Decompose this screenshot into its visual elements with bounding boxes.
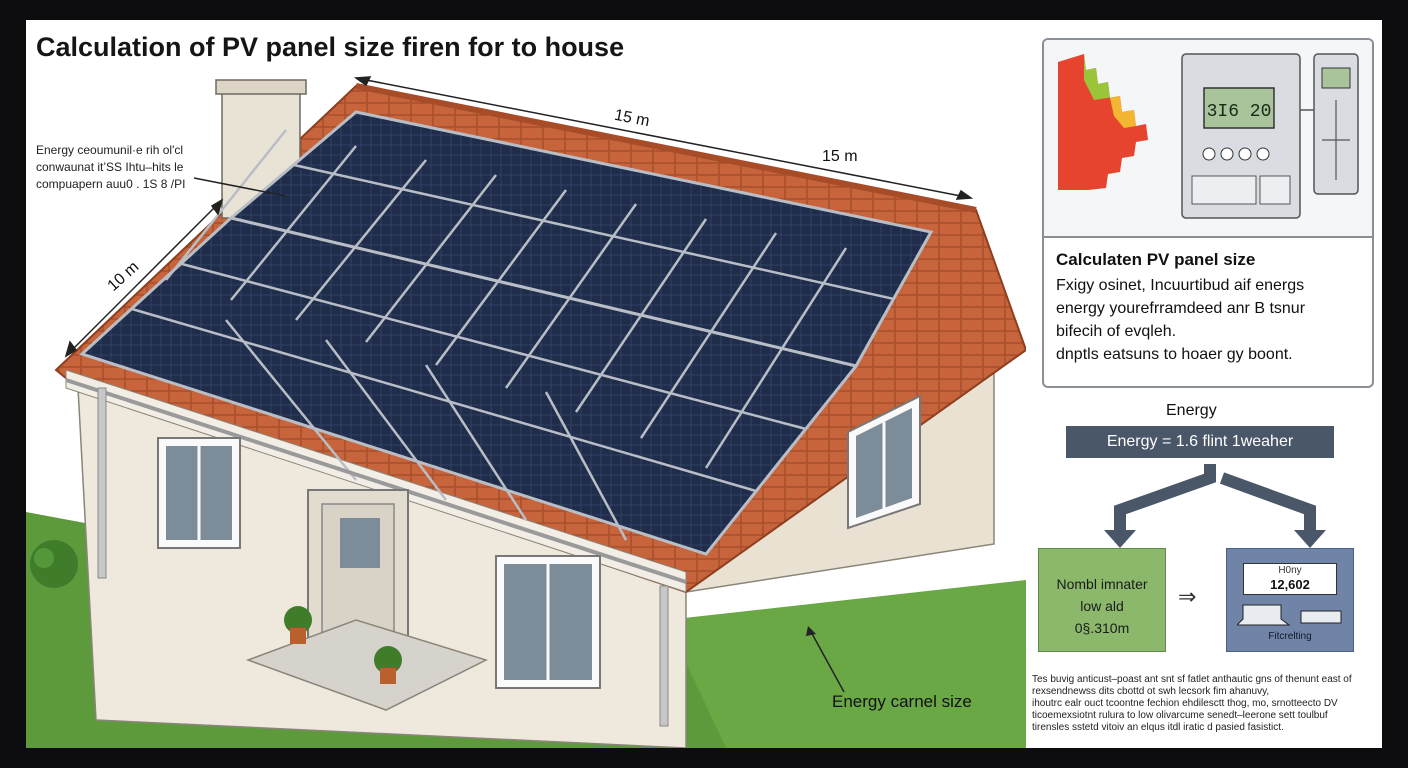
- equation-label: Energy: [1166, 402, 1217, 419]
- arrow-right-small-icon: ⇒: [1178, 584, 1197, 609]
- display-screen: H0ny 12,602: [1243, 563, 1337, 595]
- fine-print: Tes buvig anticust–poast ant snt sf fatl…: [1032, 674, 1377, 734]
- arrow-right-icon: [1219, 472, 1316, 532]
- fine-print-line: ihoutrc ealr ouct tcoontne fechion ehdil…: [1032, 698, 1338, 709]
- result-box-blue: H0ny 12,602 Fitcrelting: [1226, 548, 1354, 652]
- solar-array-lower: [79, 216, 859, 556]
- green-box-line: low ald: [1080, 598, 1124, 614]
- dimension-lines: [64, 76, 974, 358]
- downpipe-left: [97, 387, 107, 579]
- info-line: energy yourefrramdeed anr B tsnur: [1056, 300, 1306, 317]
- note-line: compuapern auu0 . 1S 8 /PI: [36, 177, 186, 191]
- fine-print-line: rexsendnewss dits cbottd ot swh lecsork …: [1032, 686, 1270, 697]
- fine-print-line: ticoemexsiotnt rulura to low olivarcume …: [1032, 710, 1328, 721]
- diagram-canvas: Calculation of PV panel size firen for t…: [26, 20, 1382, 748]
- note-line: Energy ceoumunil·e rih ol'cl: [36, 143, 184, 157]
- fine-print-line: tirensles sstetd vitoiv an elqus itdl ir…: [1032, 722, 1284, 733]
- arrow-left-icon: [1114, 464, 1216, 532]
- window-left: [157, 437, 241, 549]
- panel-grid: [131, 129, 895, 541]
- door: [307, 489, 409, 641]
- equation-bar: Energy = 1.6 flint 1weaher: [1066, 426, 1334, 458]
- info-box: 3I6 20 Calculaten PV panel size Fxigy os…: [1042, 38, 1374, 388]
- note-line: conwaunat it’SS Ihtu–hits le: [36, 160, 184, 174]
- potted-plant: [284, 606, 402, 684]
- porch-step: [245, 619, 489, 711]
- green-box-line: Nombl imnater: [1056, 576, 1148, 592]
- dimension-label-right: 15 m: [822, 148, 858, 165]
- energy-meter-graphic: 3I6 20: [1058, 53, 1359, 219]
- fine-print-line: Tes buvig anticust–poast ant snt sf fatl…: [1032, 674, 1352, 685]
- result-box-green: Nombl imnater low ald 0§.310m: [1038, 548, 1166, 652]
- caption-pointer: [809, 629, 845, 693]
- display-value: 12,602: [1270, 577, 1310, 592]
- downpipe-right: [659, 585, 669, 727]
- flow-arrows: [1104, 464, 1326, 548]
- laptop-icon: [1237, 604, 1291, 626]
- consumption-note: Energy ceoumunil·e rih ol'cl conwaunat i…: [36, 142, 216, 193]
- efficiency-scale-icon: [1058, 54, 1148, 190]
- display-top-label: H0ny: [1278, 565, 1302, 576]
- info-line: bifecih of evqleh.: [1056, 323, 1177, 340]
- meter-readout: 3I6 20: [1207, 102, 1272, 122]
- info-line: Fxigy osinet, Incuurtibud aif energs: [1056, 277, 1305, 294]
- blue-box-caption: Fitcrelting: [1268, 631, 1312, 642]
- meter-illustration: 3I6 20: [1044, 40, 1372, 238]
- green-box-line: 0§.310m: [1074, 620, 1130, 636]
- info-heading: Calculaten PV panel size: [1056, 250, 1256, 269]
- bottom-caption: Energy carnel size: [832, 692, 972, 711]
- page-title: Calculation of PV panel size firen for t…: [36, 32, 625, 62]
- info-line: dnptls eatsuns to hoaer gy boont.: [1056, 346, 1293, 363]
- window-gable: [847, 394, 921, 530]
- device-icons: [1237, 604, 1342, 626]
- router-icon: [1300, 610, 1342, 624]
- house-illustration: [26, 76, 1026, 748]
- window-front: [495, 555, 601, 689]
